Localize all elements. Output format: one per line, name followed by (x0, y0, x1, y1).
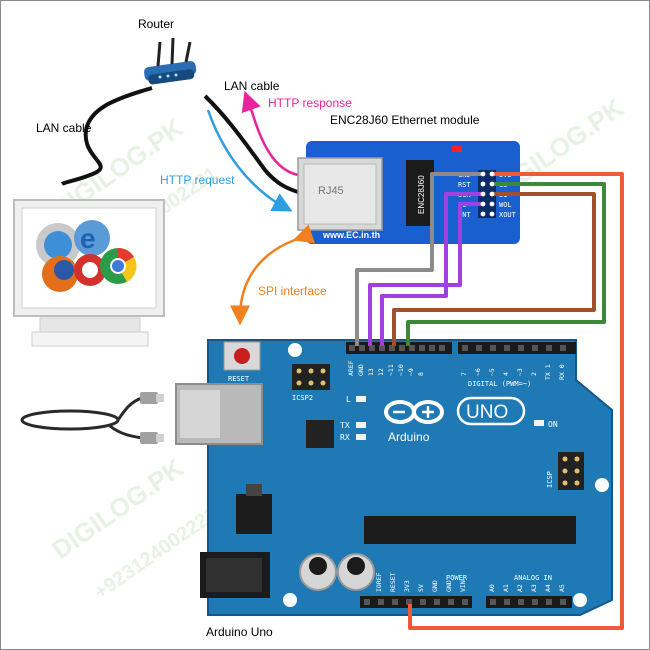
usb-cable-icon (20, 392, 164, 444)
router-label: Router (138, 17, 174, 31)
svg-text:RESET: RESET (389, 572, 397, 592)
http-response-label: HTTP response (268, 96, 352, 110)
svg-text:TX 1: TX 1 (544, 364, 552, 380)
led-l (356, 396, 366, 402)
spi-arrow (230, 224, 316, 326)
svg-text:A5: A5 (558, 584, 566, 592)
spi-wires (355, 172, 624, 630)
arduino-logo: UNO Arduino (384, 396, 526, 444)
http-request-label: HTTP request (160, 173, 235, 187)
ie-icon (74, 220, 110, 256)
bottom-pin-labels: IOREF RESET 3V3 5V GND GND VIN A0 A1 A2 … (375, 572, 566, 592)
svg-text:~11: ~11 (387, 364, 395, 376)
pin-wol: WOL (499, 201, 512, 209)
led-rx-label: RX (340, 433, 350, 442)
usb-chip (306, 420, 334, 448)
chip-label: ENC28J60 (417, 175, 426, 214)
pin-xout: XOUT (499, 211, 517, 219)
wire-so (368, 202, 481, 346)
svg-text:~10: ~10 (397, 364, 405, 376)
svg-text:AREF: AREF (347, 360, 355, 376)
svg-text:~5: ~5 (488, 368, 496, 376)
svg-text:~9: ~9 (407, 368, 415, 376)
board-label: Arduino Uno (206, 625, 273, 639)
svg-text:A1: A1 (502, 584, 510, 592)
svg-text:IOREF: IOREF (375, 572, 383, 592)
spi-label: SPI interface (258, 284, 327, 298)
led-on (534, 420, 544, 426)
icsp-label: ICSP (546, 471, 554, 488)
svg-text:A4: A4 (544, 584, 552, 592)
svg-text:GND: GND (357, 364, 365, 376)
svg-text:2: 2 (530, 372, 538, 376)
lan-cable-right (203, 94, 299, 194)
analog-label: ANALOG IN (514, 574, 552, 582)
lan-cable-left (60, 86, 153, 186)
arduino-uno-board: RESET ICSP2 AREF GND 13 12 ~11 ~10 ~9 8 … (175, 339, 613, 616)
svg-text:GND: GND (431, 580, 439, 592)
led-tx (356, 422, 366, 428)
reset-label: RESET (228, 375, 250, 383)
svg-text:7: 7 (460, 372, 468, 376)
svg-text:RX 0: RX 0 (558, 364, 566, 380)
led-l-label: L (346, 395, 351, 404)
power-header (360, 596, 472, 608)
router-icon (144, 37, 197, 85)
module-title: ENC28J60 Ethernet module (330, 113, 480, 127)
digital-pin-labels: AREF GND 13 12 ~11 ~10 ~9 8 7 ~6 ~5 4 ~3… (347, 360, 566, 380)
voltage-regulator (236, 494, 272, 534)
wire-cs (406, 182, 606, 346)
analog-header (486, 596, 572, 608)
module-led (452, 146, 462, 152)
wire-si (392, 192, 596, 346)
wire-gnd (355, 172, 481, 346)
atmega-chip (364, 516, 576, 544)
icsp2-header (292, 364, 330, 390)
lan-cable-right-label: LAN cable (224, 79, 280, 93)
digital-label: DIGITAL (PWM=~) (468, 380, 531, 388)
svg-text:12: 12 (377, 368, 385, 376)
power-label: POWER (446, 574, 468, 582)
icsp-header (558, 452, 584, 490)
http-request-arrow (206, 109, 293, 212)
arduino-brand-label: Arduino (388, 430, 430, 444)
digital-header-right (458, 342, 576, 354)
module-pin-dots (480, 171, 495, 217)
svg-text:5V: 5V (417, 584, 425, 592)
pin-int: INT (458, 211, 471, 219)
lan-cable-left-label: LAN cable (36, 121, 92, 135)
module-url: www.EC.in.th (322, 230, 380, 240)
svg-text:A3: A3 (530, 584, 538, 592)
enc28j60-module: RJ45 ENC28J60 www.EC.in.th GND RST SCK S… (297, 141, 520, 244)
led-tx-label: TX (340, 421, 350, 430)
svg-text:~6: ~6 (474, 368, 482, 376)
svg-text:~3: ~3 (516, 368, 524, 376)
led-rx (356, 434, 366, 440)
pin-rst: RST (458, 181, 471, 189)
rj45-label: RJ45 (318, 185, 344, 197)
svg-text:A0: A0 (488, 584, 496, 592)
svg-text:3V3: 3V3 (403, 580, 411, 592)
wire-sck (380, 192, 481, 346)
uno-label: UNO (466, 402, 508, 423)
svg-text:VIN: VIN (459, 580, 467, 592)
svg-text:4: 4 (502, 372, 510, 376)
svg-text:A2: A2 (516, 584, 524, 592)
icsp2-label: ICSP2 (292, 394, 313, 402)
led-on-label: ON (548, 420, 558, 429)
http-response-arrow (241, 90, 299, 177)
wire-3v3 (408, 172, 624, 630)
enc28j60-chip (406, 160, 434, 226)
computer-icon: e (13, 199, 165, 347)
svg-text:GND: GND (445, 580, 453, 592)
svg-text:8: 8 (417, 372, 425, 376)
svg-text:13: 13 (367, 368, 375, 376)
svg-text:e: e (80, 223, 96, 254)
